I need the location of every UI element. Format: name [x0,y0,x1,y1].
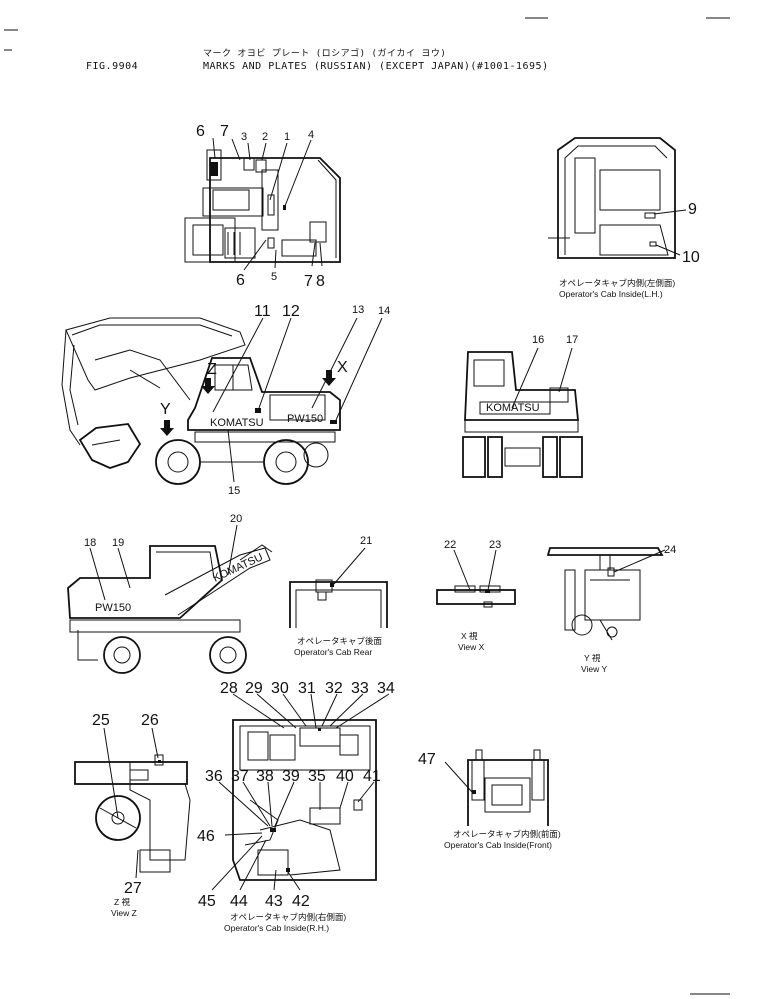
callout-28: 28 [220,680,238,697]
view-x-detail [436,549,516,608]
callout-32: 32 [325,680,343,697]
title-english: MARKS AND PLATES (RUSSIAN) (EXCEPT JAPAN… [203,61,549,72]
view-letter-x: X [337,359,348,376]
callout-24: 24 [664,544,676,556]
callout-1: 1 [284,131,290,143]
cab-top-view [184,137,341,271]
callout-16: 16 [532,334,544,346]
callout-7: 7 [220,123,229,140]
svg-text:Y 視: Y 視 [584,653,601,663]
svg-text:View X: View X [458,642,485,652]
callout-26: 26 [141,712,159,729]
svg-text:KOMATSU: KOMATSU [486,402,540,414]
callout-38: 38 [256,768,274,785]
callout-27: 27 [124,880,142,897]
callout-39: 39 [282,768,300,785]
captions: オペレータキャブ内側(左側面) Operator's Cab Inside(L.… [111,278,675,933]
view-letters: Z Y X [160,359,348,418]
svg-text:Operator's Cab Inside(Front): Operator's Cab Inside(Front) [444,840,552,850]
callout-34: 34 [377,680,395,697]
callout-36: 36 [205,768,223,785]
callout-35: 35 [308,768,326,785]
view-letter-y: Y [160,401,171,418]
corner-marks [4,17,730,995]
machine-side-view: KOMATSU PW150 [61,317,383,485]
svg-text:X 視: X 視 [461,631,478,641]
callout-25: 25 [92,712,110,729]
machine-rear-view: KOMATSU [462,347,583,478]
machine-perspective-view: KOMATSU PW150 [67,524,273,674]
svg-text:PW150: PW150 [95,602,131,614]
title-japanese: マーク オヨビ プレート (ロシアゴ) (ガイカイ ヨウ) [203,49,447,59]
svg-text:KOMATSU: KOMATSU [210,417,264,429]
callout-42: 42 [292,893,310,910]
callout-23: 23 [489,539,501,551]
svg-text:Operator's Cab Inside(R.H.): Operator's Cab Inside(R.H.) [224,923,329,933]
callout-14: 14 [378,305,390,317]
cab-inside-lh-view [548,137,687,259]
callout-numbers: 6 7 3 2 1 4 6 5 7 8 9 10 11 12 13 14 15 … [84,123,700,910]
callout-43: 43 [265,893,283,910]
callout-12: 12 [282,303,300,320]
svg-text:View Z: View Z [111,908,137,918]
callout-37: 37 [231,768,249,785]
callout-40: 40 [336,768,354,785]
callout-47: 47 [418,751,436,768]
callout-4: 4 [308,129,314,141]
callout-41: 41 [363,768,381,785]
callout-31: 31 [298,680,316,697]
callout-29: 29 [245,680,263,697]
cab-inside-rh-view [211,693,390,891]
figure-number: FIG.9904 [86,61,139,72]
callout-45: 45 [198,893,216,910]
callout-22: 22 [444,539,456,551]
callout-19: 19 [112,537,124,549]
callout-2: 2 [262,131,268,143]
callout-15: 15 [228,485,240,497]
svg-text:View Y: View Y [581,664,607,674]
callout-11: 11 [254,303,271,320]
callout-18: 18 [84,537,96,549]
callout-8: 8 [316,273,325,290]
cab-inside-front-view [444,749,549,826]
view-y-detail [546,547,666,641]
callout-3: 3 [241,131,247,143]
callout-30: 30 [271,680,289,697]
callout-9: 9 [688,201,697,218]
callout-21: 21 [360,535,372,547]
svg-text:オペレータキャブ内側(前面): オペレータキャブ内側(前面) [453,829,561,839]
svg-text:Operator's Cab Inside(L.H.): Operator's Cab Inside(L.H.) [559,289,663,299]
callout-6b: 6 [236,272,245,289]
callout-10: 10 [682,249,700,266]
callout-13: 13 [352,304,364,316]
svg-text:Operator's Cab Rear: Operator's Cab Rear [294,647,372,657]
svg-text:オペレータキャブ後面: オペレータキャブ後面 [297,636,383,646]
callout-6: 6 [196,123,205,140]
view-letter-z: Z [207,361,217,378]
callout-20: 20 [230,513,242,525]
svg-text:オペレータキャブ内側(左側面): オペレータキャブ内側(左側面) [559,278,675,288]
callout-5: 5 [271,271,277,283]
view-z-detail [74,727,191,879]
callout-33: 33 [351,680,369,697]
svg-text:オペレータキャブ内側(右側面): オペレータキャブ内側(右側面) [230,912,346,922]
callout-46: 46 [197,828,215,845]
callout-7b: 7 [304,273,313,290]
svg-text:Z 視: Z 視 [114,897,131,907]
callout-17: 17 [566,334,578,346]
svg-text:PW150: PW150 [287,413,323,425]
callout-44: 44 [230,893,248,910]
cab-rear-view [289,547,388,628]
